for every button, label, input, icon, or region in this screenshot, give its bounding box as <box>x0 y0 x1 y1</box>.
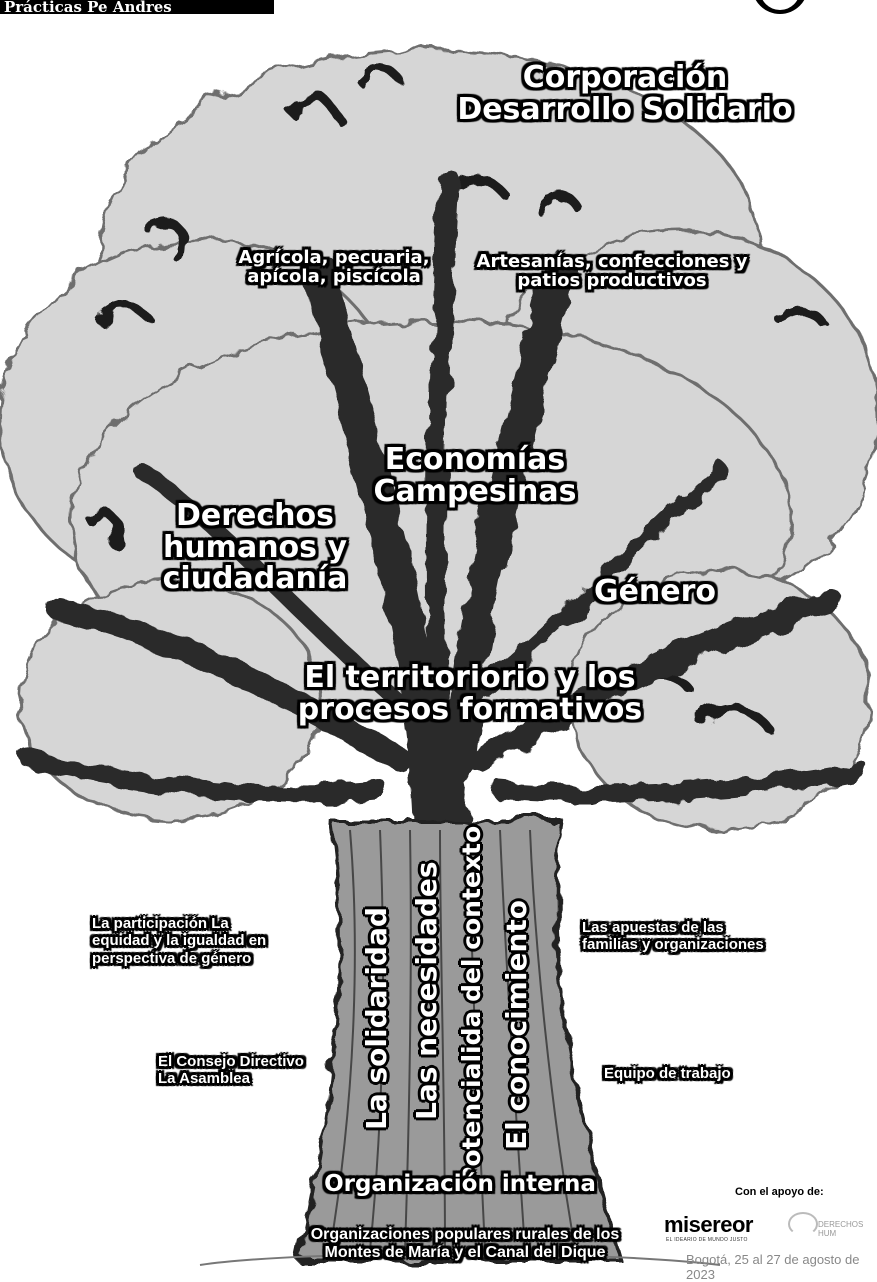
label-economias: Economías Campesinas <box>373 442 577 509</box>
misereor-tagline: EL IDEARIO DE MUNDO JUSTO <box>666 1237 748 1243</box>
trunk-grain <box>329 829 576 1251</box>
label-agricola: Agrícola, pecuaria, apícola, piscícola <box>238 247 430 287</box>
header-title: Prácticas Pe Andres <box>0 0 274 14</box>
label-organizaciones-populares: Organizaciones populares rurales de los … <box>310 1226 620 1262</box>
label-participacion: La participación La equidad y la igualda… <box>92 915 267 967</box>
derechos-humanos-logo-icon <box>788 1212 818 1236</box>
label-equipo: Equipo de trabajo <box>604 1065 731 1082</box>
top-right-logo-inner <box>760 0 800 10</box>
canopy-dark-swirls <box>85 65 830 735</box>
derechos-humanos-logo-text: DERECHOS HUM <box>818 1220 864 1238</box>
root-label-conocimiento: El conocimiento <box>500 900 533 1150</box>
root-label-solidaridad: La solidaridad <box>360 907 393 1130</box>
label-genero: Género <box>593 574 717 609</box>
label-territorio: El territoriorio y los procesos formativ… <box>297 660 643 727</box>
trunk <box>297 818 623 1262</box>
support-label: Con el apoyo de: <box>735 1186 824 1198</box>
root-label-potencialidad: Potencialida del contexto <box>457 825 486 1185</box>
misereor-logo: misereor <box>664 1212 753 1237</box>
label-artesanias: Artesanías, confecciones y patios produc… <box>476 251 748 291</box>
label-corporacion: Corporación Desarrollo Solidario <box>457 60 793 127</box>
dateline: Bogotá, 25 al 27 de agosto de 2023 <box>686 1252 860 1282</box>
label-derechos: Derechos humanos y ciudadanía <box>162 498 348 596</box>
label-consejo: El Consejo Directivo La Asamblea <box>158 1053 304 1088</box>
ground <box>199 1252 721 1266</box>
root-label-necesidades: Las necesidades <box>410 861 443 1120</box>
label-organizacion-interna: Organización interna <box>324 1171 596 1197</box>
branches <box>21 170 869 837</box>
label-apuestas: Las apuestas de las familias y organizac… <box>582 919 764 954</box>
